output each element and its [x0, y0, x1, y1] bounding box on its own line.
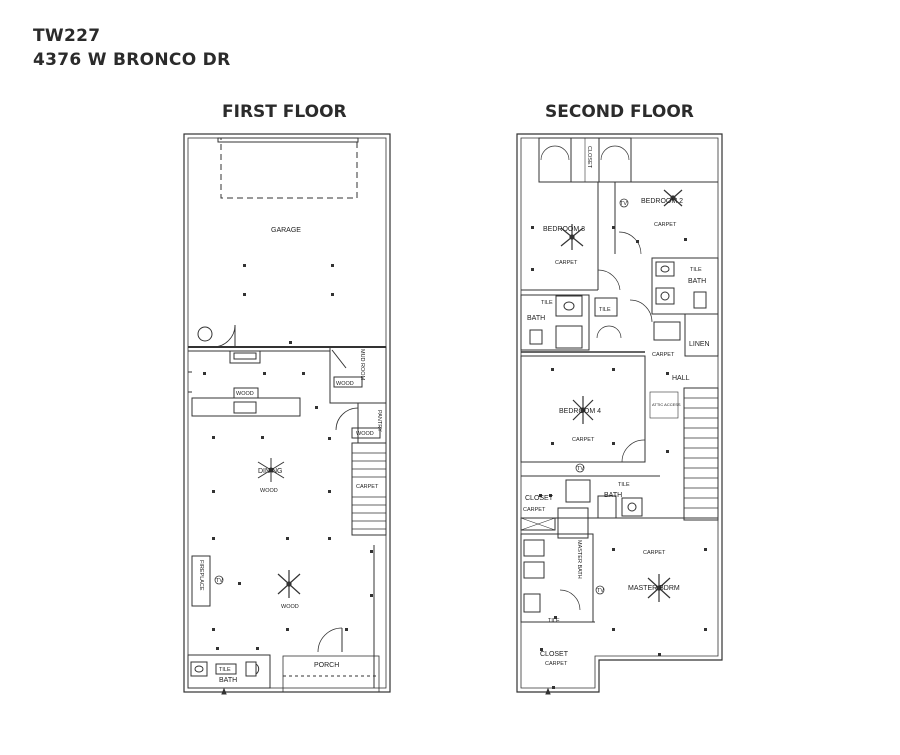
label-closet-mid: CLOSET — [525, 495, 554, 502]
label-wood-kitchen: WOOD — [236, 391, 254, 397]
label-tv-b2: TV — [620, 201, 627, 207]
living-ceiling-fan — [277, 570, 301, 598]
label-bath3: BATH — [604, 492, 622, 499]
label-tv: TV — [216, 578, 223, 584]
property-address: 4376 W BRONCO DR — [33, 50, 231, 70]
label-wood-living: WOOD — [281, 604, 299, 610]
label-bath-r: BATH — [688, 278, 706, 285]
label-dining: DINING — [258, 468, 283, 475]
label-tile-bath3: TILE — [618, 482, 630, 488]
garage-door-outline — [220, 137, 358, 199]
label-tile-mid: TILE — [599, 307, 611, 313]
label-porch: PORCH — [314, 662, 339, 669]
label-bath: BATH — [219, 677, 237, 684]
label-closet-top: CLOSET — [586, 146, 592, 169]
plan-code: TW227 — [33, 26, 101, 46]
label-bath-l: BATH — [527, 315, 545, 322]
label-bedroom-4: BEDROOM 4 — [559, 408, 601, 415]
second-floor-plan — [516, 133, 723, 695]
water-heater — [197, 326, 213, 342]
label-tile-bath-r: TILE — [690, 267, 702, 273]
label-carpet-b3: CARPET — [555, 260, 578, 266]
first-floor-labels: GARAGE MUD ROOM WOOD WOOD PANTRY WOOD DI… — [198, 227, 382, 684]
label-tile: TILE — [219, 667, 231, 673]
label-carpet-closet-mid: CARPET — [523, 507, 546, 513]
label-bedroom-2: BEDROOM 2 — [641, 198, 683, 205]
label-hall: HALL — [672, 375, 690, 382]
label-tv-master: TV — [597, 588, 604, 594]
second-floor-title: SECOND FLOOR — [545, 102, 694, 122]
label-bedroom-3: BEDROOM 3 — [543, 226, 585, 233]
label-tile-master: TILE — [548, 618, 560, 624]
label-garage: GARAGE — [271, 227, 301, 234]
label-master-bath: MASTER BATH — [576, 540, 582, 579]
first-floor-plan — [183, 133, 391, 695]
dining-ceiling-fan — [257, 458, 285, 482]
second-floor-labels: CLOSET BEDROOM 2 CARPET TV BEDROOM 3 CAR… — [523, 146, 710, 667]
first-floor-title: FIRST FLOOR — [222, 102, 347, 122]
fireplace-box — [191, 555, 211, 607]
label-master-bdrm: MASTER BDRM — [628, 585, 680, 592]
label-carpet-closet-bottom: CARPET — [545, 661, 568, 667]
label-mud-room: MUD ROOM — [359, 349, 365, 381]
label-carpet-b4: CARPET — [572, 437, 595, 443]
label-wood-mud: WOOD — [336, 381, 354, 387]
label-fireplace: FIREPLACE — [198, 560, 204, 591]
label-carpet-master: CARPET — [643, 550, 666, 556]
label-carpet-b2: CARPET — [654, 222, 677, 228]
label-attic-access: ATTIC ACCESS — [652, 402, 681, 407]
label-carpet-hall: CARPET — [652, 352, 675, 358]
label-tv-b4: TV — [577, 466, 584, 472]
label-tile-bath-l: TILE — [541, 300, 553, 306]
label-linen: LINEN — [689, 341, 710, 348]
label-pantry: PANTRY — [376, 410, 382, 432]
label-carpet-stair: CARPET — [356, 484, 379, 490]
label-wood-pantry: WOOD — [356, 431, 374, 437]
label-closet-bottom: CLOSET — [540, 651, 569, 658]
label-wood-dining: WOOD — [260, 488, 278, 494]
